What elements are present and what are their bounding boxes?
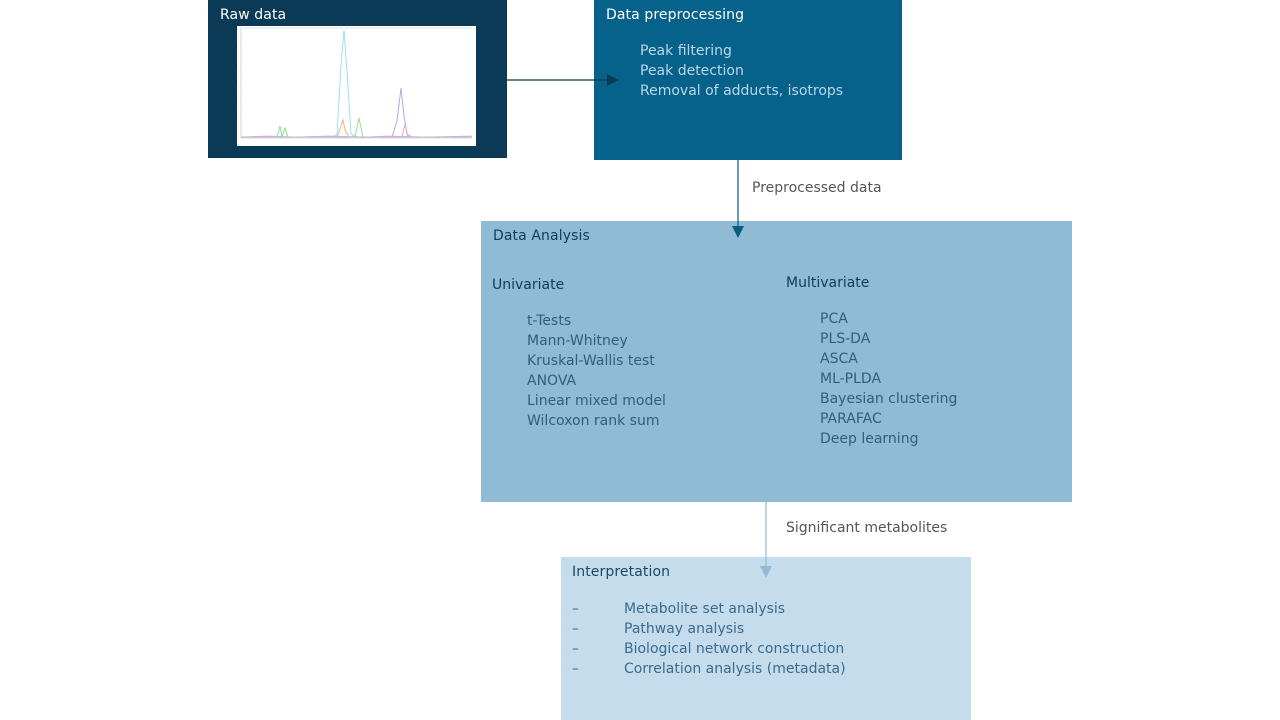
edge-label-significant-metabolites: Significant metabolites [786,520,948,536]
edge-label-preprocessed-data: Preprocessed data [752,180,882,196]
data-preprocessing-title: Data preprocessing [606,7,745,23]
data-analysis-title: Data Analysis [493,228,590,244]
multivariate-heading: Multivariate [786,275,870,291]
univariate-method: t-Tests [527,313,572,329]
multivariate-method: PARAFAC [820,411,882,427]
preprocessing-step: Peak filtering [640,43,732,59]
multivariate-methods-list: PCA PLS-DA ASCA ML-PLDA Bayesian cluster… [820,309,957,449]
data-analysis-box: Data Analysis Univariate t-Tests Mann-Wh… [481,221,1072,502]
interpretation-item-label: Biological network construction [624,641,845,657]
chromatogram-thumbnail [237,26,476,146]
bullet-dash: – [572,661,579,677]
preprocessing-steps-list: Peak filtering Peak detection Removal of… [640,41,843,101]
univariate-method: Wilcoxon rank sum [527,413,660,429]
univariate-method: Mann-Whitney [527,333,628,349]
univariate-method: ANOVA [527,373,577,389]
interpretation-box: Interpretation – Metabolite set analysis… [561,557,971,720]
univariate-methods-list: t-Tests Mann-Whitney Kruskal-Wallis test… [527,311,666,431]
bullet-dash: – [572,601,579,617]
univariate-heading: Univariate [492,277,565,293]
preprocessing-step: Removal of adducts, isotrops [640,83,844,99]
bullet-dash: – [572,621,579,637]
univariate-method: Linear mixed model [527,393,666,409]
multivariate-method: PCA [820,311,848,327]
raw-data-title: Raw data [220,7,287,23]
multivariate-method: ML-PLDA [820,371,882,387]
interpretation-item-label: Metabolite set analysis [624,601,786,617]
bullet-dash: – [572,641,579,657]
interpretation-title: Interpretation [572,564,671,580]
interpretation-item-label: Correlation analysis (metadata) [624,661,846,677]
multivariate-method: Deep learning [820,431,919,447]
univariate-method: Kruskal-Wallis test [527,353,655,369]
multivariate-method: ASCA [820,351,858,367]
data-preprocessing-box: Data preprocessing Peak filtering Peak d… [594,0,902,160]
multivariate-method: PLS-DA [820,331,871,347]
multivariate-method: Bayesian clustering [820,391,958,407]
raw-data-chromatogram-image [237,26,476,146]
preprocessing-step: Peak detection [640,63,744,79]
interpretation-item-label: Pathway analysis [624,621,745,637]
